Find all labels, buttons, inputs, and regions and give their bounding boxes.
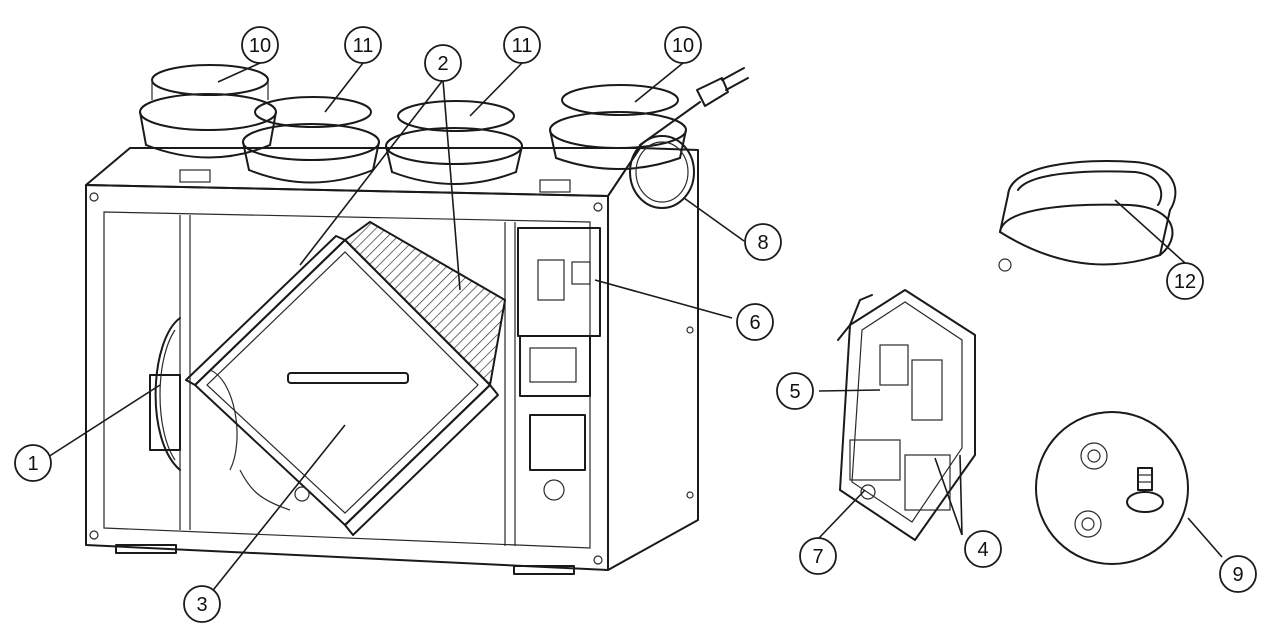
callout-label: 3 xyxy=(196,594,207,616)
callout-label: 11 xyxy=(512,35,533,57)
callout-6: 6 xyxy=(736,303,774,341)
callout-label: 8 xyxy=(757,232,768,254)
callout-label: 6 xyxy=(749,312,760,334)
callout-9: 9 xyxy=(1219,555,1257,593)
callout-label: 7 xyxy=(812,546,823,568)
callout-4: 4 xyxy=(964,530,1002,568)
callout-10-left: 10 xyxy=(241,26,279,64)
callout-label: 4 xyxy=(977,539,988,561)
callout-2: 2 xyxy=(424,44,462,82)
power-cable xyxy=(629,67,749,209)
duct-collar-10-left xyxy=(139,64,277,159)
callout-3: 3 xyxy=(183,585,221,623)
callout-11-right: 11 xyxy=(503,26,541,64)
callout-label: 5 xyxy=(789,381,800,403)
callout-label: 2 xyxy=(437,53,448,75)
callout-label: 11 xyxy=(353,35,374,57)
callout-7: 7 xyxy=(799,537,837,575)
duct-collar-11-left xyxy=(242,96,380,184)
leader-lines xyxy=(47,62,1223,595)
callout-5: 5 xyxy=(776,372,814,410)
main-unit-housing xyxy=(85,147,699,575)
callout-label: 10 xyxy=(672,35,694,57)
callout-label: 12 xyxy=(1174,271,1196,293)
fan-left xyxy=(149,317,238,471)
accessory-detail-9 xyxy=(1035,411,1189,565)
callout-11-left: 11 xyxy=(344,26,382,64)
callout-label: 9 xyxy=(1232,564,1243,586)
callout-12: 12 xyxy=(1166,262,1204,300)
control-board-assembly xyxy=(837,289,976,541)
duct-collar-10-right xyxy=(549,84,687,170)
duct-collar-11-right xyxy=(385,100,523,185)
callout-8: 8 xyxy=(744,223,782,261)
callout-label: 10 xyxy=(249,35,271,57)
heat-exchanger xyxy=(185,220,507,536)
callout-10-right: 10 xyxy=(664,26,702,64)
oval-flange-12 xyxy=(998,159,1177,272)
callout-1: 1 xyxy=(14,444,52,482)
callout-label: 1 xyxy=(27,453,38,475)
electronics-bay xyxy=(517,227,601,501)
